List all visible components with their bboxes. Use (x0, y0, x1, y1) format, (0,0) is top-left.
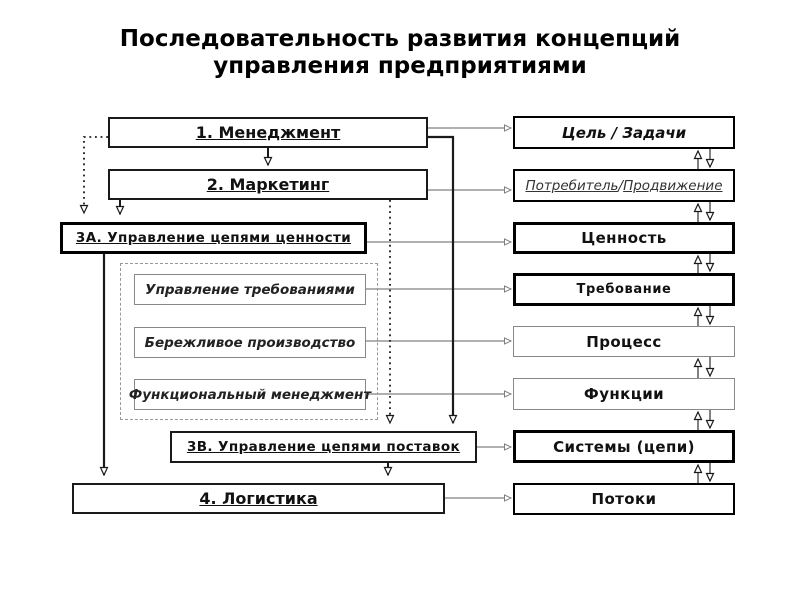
node-value-label: Ценность (581, 229, 667, 247)
node-value: Ценность (513, 222, 735, 254)
slide-title-line2: управления предприятиями (213, 53, 587, 79)
node-lean-production-label: Бережливое производство (144, 334, 356, 351)
node-consumer-promotion: Потребитель / Продвижение (513, 169, 735, 202)
node-consumer-label: Потребитель (525, 177, 619, 194)
node-management-label: 1. Менеджмент (195, 123, 341, 142)
black-connectors (79, 135, 458, 477)
slide-title: Последовательность развития концепций уп… (0, 26, 800, 80)
node-promotion-label: Продвижение (623, 177, 723, 194)
node-requirement: Требование (513, 273, 735, 306)
node-goal-tasks: Цель / Задачи (513, 116, 735, 149)
node-flows-label: Потоки (591, 490, 657, 508)
node-supply-chain-management: 3В. Управление цепями поставок (170, 431, 477, 463)
right-column-bidirectional-arrows (693, 149, 715, 483)
slide-title-line1: Последовательность развития концепций (119, 26, 681, 52)
node-logistics: 4. Логистика (72, 483, 445, 514)
node-systems-chains: Системы (цепи) (513, 430, 735, 463)
node-logistics-label: 4. Логистика (199, 489, 318, 508)
node-functional-management: Функциональный менеджмент (129, 379, 371, 410)
node-systems-chains-label: Системы (цепи) (553, 437, 695, 456)
arrow-management-supplychain (428, 135, 458, 425)
node-supply-chain-management-label: 3В. Управление цепями поставок (186, 439, 461, 455)
node-value-chain-management-label: 3А. Управление цепями ценности (75, 230, 352, 246)
node-marketing: 2. Маркетинг (108, 169, 428, 200)
node-process: Процесс (513, 326, 735, 357)
node-consumer-separator: / (618, 177, 624, 194)
node-requirement-label: Требование (576, 282, 672, 297)
node-requirements-management: Управление требованиями (134, 274, 366, 305)
node-functions: Функции (513, 378, 735, 410)
node-process-label: Процесс (586, 332, 662, 351)
node-requirements-management-label: Управление требованиями (145, 281, 355, 298)
node-flows: Потоки (513, 483, 735, 515)
node-functional-management-label: Функциональный менеджмент (128, 386, 372, 403)
value-chain-methods-group (120, 263, 378, 420)
node-marketing-label: 2. Маркетинг (206, 175, 330, 194)
dotted-arrow-management-valuechain (79, 136, 108, 215)
node-goal-tasks-label: Цель / Задачи (561, 123, 687, 142)
node-value-chain-management: 3А. Управление цепями ценности (60, 222, 367, 254)
node-management: 1. Менеджмент (108, 117, 428, 148)
node-functions-label: Функции (583, 385, 665, 403)
node-lean-production: Бережливое производство (134, 327, 366, 358)
